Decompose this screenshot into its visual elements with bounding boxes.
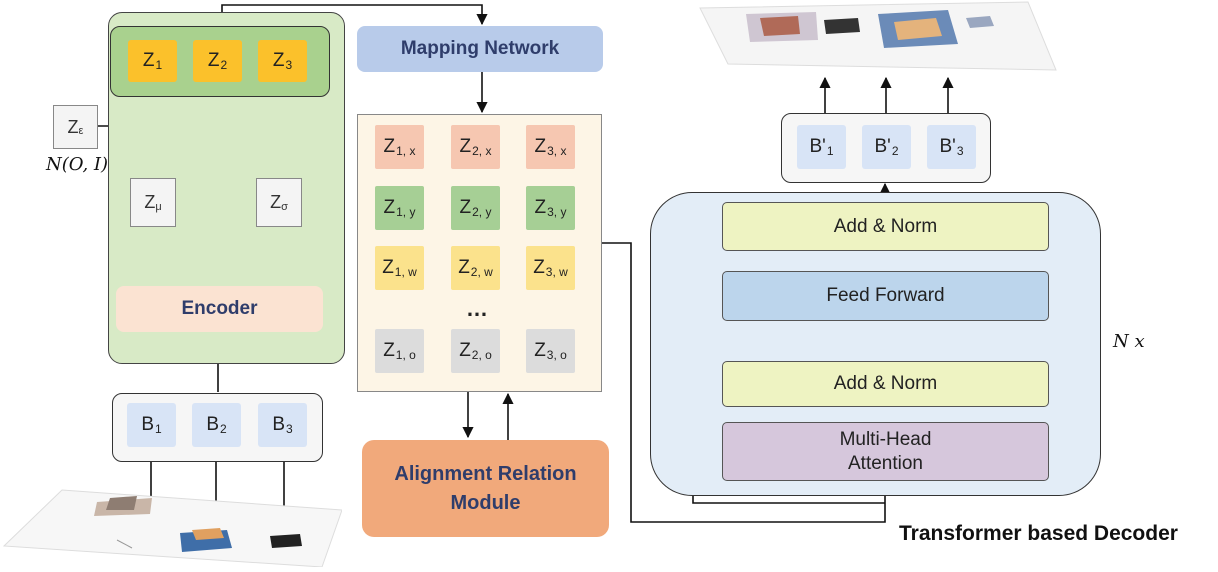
z-sigma-base: Z (270, 192, 282, 212)
encoder-label: Encoder (181, 298, 258, 319)
matrix-cell-3-x-sub: 3, x (547, 144, 567, 158)
output-layout-image (698, 0, 1058, 74)
matrix-cell-2-w-base: Z (458, 257, 470, 278)
matrix-cell-2-x-base: Z (459, 136, 472, 157)
matrix-cell-2-w-sub: 2, w (470, 265, 493, 279)
latent-z-1-base: Z (142, 50, 155, 71)
input-box-2-base: B (206, 414, 219, 435)
latent-z-1-sub: 1 (155, 58, 163, 72)
latent-z-2-sub: 2 (220, 58, 228, 72)
matrix-cell-2-x-sub: 2, x (472, 144, 492, 158)
input-box-3-sub: 3 (286, 422, 293, 436)
output-box-3-sub: 3 (956, 144, 964, 158)
matrix-cell-2-o-sub: 2, o (471, 348, 492, 362)
mapping-network-label: Mapping Network (400, 38, 560, 59)
output-box-2-base: B' (874, 136, 891, 157)
input-box-1-base: B (141, 414, 154, 435)
matrix-ellipsis: … (466, 296, 488, 321)
matrix-cell-1-x-sub: 1, x (396, 144, 416, 158)
matrix-cell-3-o-sub: 3, o (546, 348, 567, 362)
matrix-cell-2-y-sub: 2, y (472, 205, 492, 219)
matrix-cell-3-y-base: Z (534, 197, 547, 218)
decoder-caption: Transformer based Decoder (899, 522, 1178, 545)
latent-z-3-sub: 3 (285, 58, 293, 72)
output-box-2: B'2 (862, 125, 911, 169)
matrix-cell-3-w-base: Z (533, 257, 545, 278)
noise-distribution-label: N(O, I) (46, 154, 109, 175)
z-mu-sub: μ (155, 200, 162, 213)
repeat-count-label: N x (1113, 331, 1145, 352)
matrix-cell-1-y-base: Z (383, 197, 396, 218)
latent-z-2-base: Z (207, 50, 220, 71)
output-box-1-sub: 1 (826, 144, 834, 158)
matrix-cell-2-y-base: Z (459, 197, 472, 218)
input-layout-image (2, 488, 343, 568)
matrix-cell-1-w-sub: 1, w (394, 265, 417, 279)
output-box-3-base: B' (939, 136, 956, 157)
matrix-cell-3-x-base: Z (534, 136, 547, 157)
add-norm-top: Add & Norm (722, 202, 1049, 251)
input-box-2-sub: 2 (220, 422, 227, 436)
matrix-cell-3-o-base: Z (534, 340, 546, 361)
output-box-3: B'3 (927, 125, 976, 169)
input-layout-picture (2, 489, 343, 568)
add-norm-bottom: Add & Norm (722, 361, 1049, 407)
matrix-cell-3-y-sub: 3, y (547, 205, 567, 219)
mapping-network-block: Mapping Network (357, 26, 603, 72)
output-layout-picture (699, 1, 1057, 71)
input-box-3-base: B (272, 414, 285, 435)
z-epsilon-sub: ε (78, 125, 84, 137)
output-box-1-base: B' (809, 136, 826, 157)
multi-head-attention-block: Multi-Head Attention (722, 422, 1049, 481)
input-box-1-sub: 1 (155, 422, 162, 436)
alignment-relation-module: Alignment Relation Module (362, 440, 609, 537)
latent-z-3-base: Z (272, 50, 285, 71)
matrix-cell-2-o-base: Z (459, 340, 471, 361)
output-box-1: B'1 (797, 125, 846, 169)
matrix-cell-1-o-sub: 1, o (395, 348, 416, 362)
matrix-cell-1-o-base: Z (383, 340, 395, 361)
z-sigma-sub: σ (281, 200, 288, 213)
alignment-module-label: Alignment Relation Module (394, 462, 577, 514)
matrix-cell-1-y-sub: 1, y (396, 205, 416, 219)
z-epsilon-base: Z (67, 116, 79, 137)
matrix-cell-3-w-sub: 3, w (545, 265, 568, 279)
matrix-cell-1-w-base: Z (382, 257, 394, 278)
feed-forward-block: Feed Forward (722, 271, 1049, 321)
z-mu-base: Z (144, 192, 156, 212)
encoder-block: Encoder (116, 286, 323, 332)
output-box-2-sub: 2 (891, 144, 899, 158)
matrix-cell-1-x-base: Z (383, 136, 396, 157)
